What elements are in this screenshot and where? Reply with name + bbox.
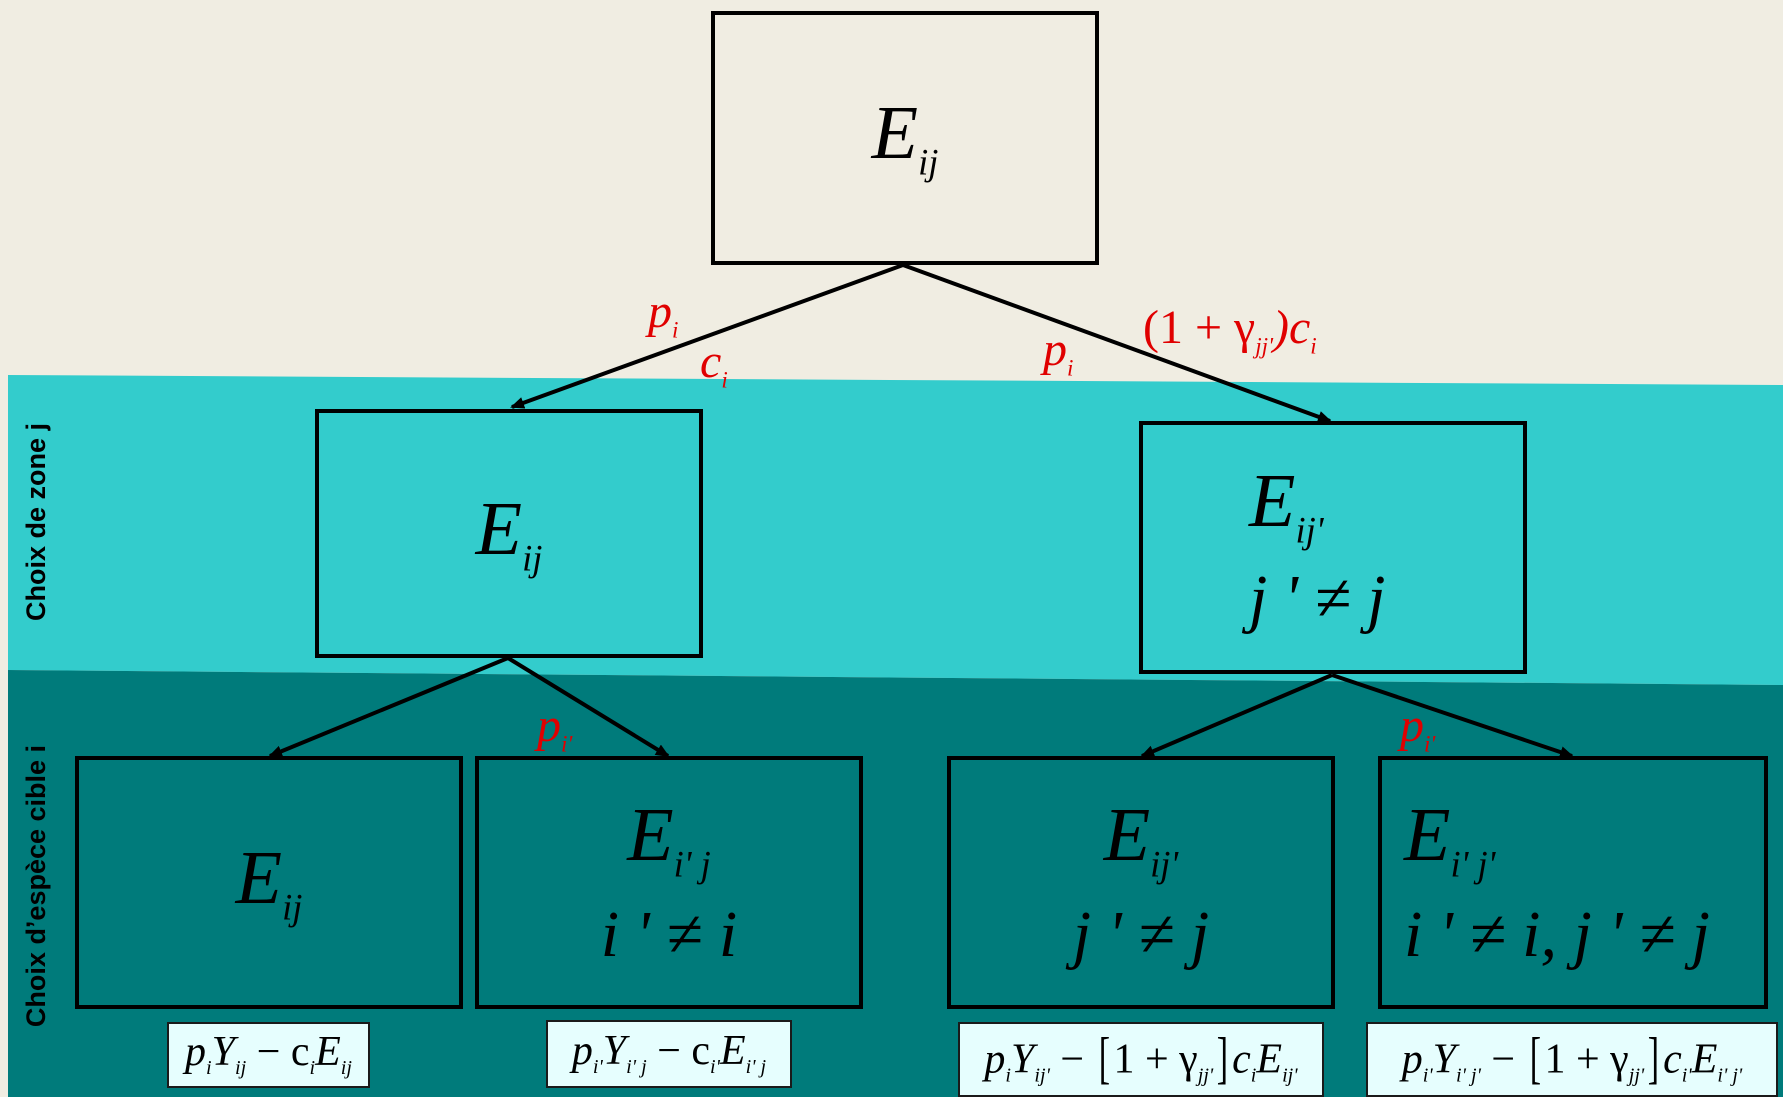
root-left-price-label: pi <box>648 285 679 343</box>
leaf2-symbol: E <box>627 792 674 877</box>
leaf2-subscript: i' j <box>673 842 711 884</box>
root-right-price-label: pi <box>1043 323 1074 381</box>
leaf3-node: Eij' j ' ≠ j <box>947 756 1335 1009</box>
edge-root-left <box>510 263 904 409</box>
zone-right-node: Eij' j ' ≠ j <box>1139 421 1527 674</box>
payoff-leaf2: pi'Yi' j − ci'Ei' j <box>546 1020 792 1088</box>
leaf1-node: Eij <box>75 756 463 1009</box>
zone-right-condition: j ' ≠ j <box>1249 562 1386 636</box>
zone-left-node: Eij <box>315 409 703 658</box>
leaf2-node: Ei' j i ' ≠ i <box>475 756 863 1009</box>
leaf4-node: Ei' j' i ' ≠ i, j ' ≠ j <box>1378 756 1768 1009</box>
root-right-cost-label: (1 + γjj')ci <box>1143 301 1317 359</box>
zone-left-subscript: ij <box>522 536 543 578</box>
zone-band-label: Choix de zone j <box>21 422 51 622</box>
root-left-cost-label: ci <box>700 335 728 393</box>
zone-right-subscript: ij' <box>1295 508 1324 550</box>
leaf2-condition: i ' ≠ i <box>600 898 738 972</box>
root-node: Eij <box>711 11 1099 265</box>
payoff-leaf3: piYij' − [1 + γjj']ciEij' <box>958 1022 1324 1097</box>
leaf3-condition: j ' ≠ j <box>1072 898 1210 972</box>
edge-root-right <box>902 263 1332 423</box>
root-subscript: ij <box>918 141 939 183</box>
zone-left-symbol: E <box>475 486 523 571</box>
right-branch-price-label: pi' <box>1400 699 1436 757</box>
edge-left-leaf1 <box>268 656 509 758</box>
leaf1-subscript: ij <box>282 885 303 927</box>
edge-right-leaf4 <box>1331 673 1574 758</box>
edge-left-leaf2 <box>506 656 670 758</box>
leaf3-subscript: ij' <box>1150 842 1179 884</box>
left-branch-price-label: pi' <box>537 699 573 757</box>
edge-right-leaf3 <box>1140 673 1333 758</box>
root-symbol: E <box>871 91 919 176</box>
zone-right-symbol: E <box>1249 458 1296 543</box>
leaf1-symbol: E <box>235 835 283 920</box>
leaf3-symbol: E <box>1103 792 1151 877</box>
leaf4-subscript: i' j' <box>1450 842 1496 884</box>
leaf4-symbol: E <box>1404 792 1451 877</box>
species-band <box>8 670 1783 1097</box>
payoff-leaf4: pi'Yi' j' − [1 + γjj']ci'Ei' j' <box>1366 1022 1778 1097</box>
species-band-label: Choix d’espèce cible i <box>21 744 51 1028</box>
zone-band <box>8 375 1783 685</box>
payoff-leaf1: piYij − ciEij <box>167 1022 370 1088</box>
leaf4-condition: i ' ≠ i, j ' ≠ j <box>1404 898 1711 972</box>
